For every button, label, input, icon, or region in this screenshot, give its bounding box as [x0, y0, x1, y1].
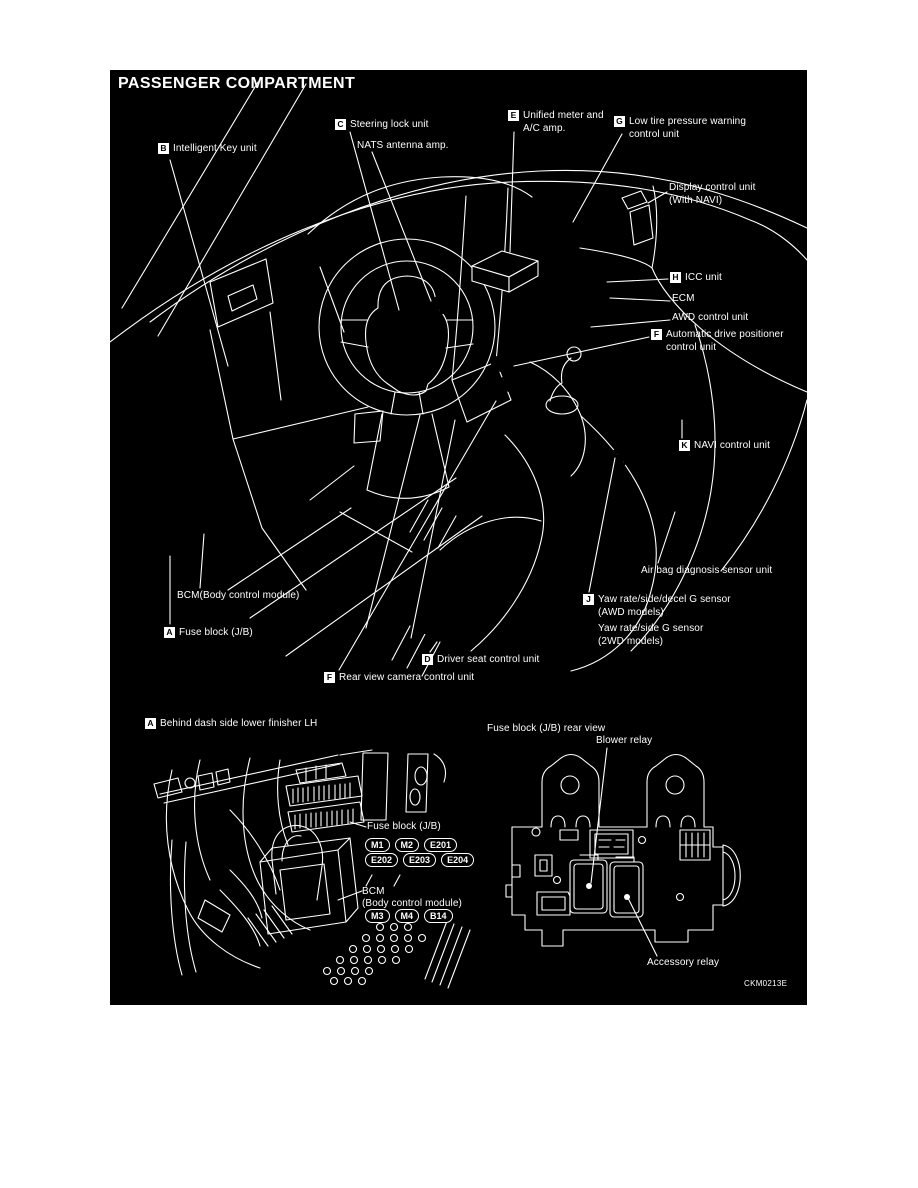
label-steering-lock: C Steering lock unit: [335, 118, 429, 131]
connector-m3: M3: [365, 909, 390, 923]
sub-right-title: Fuse block (J/B) rear view: [487, 723, 606, 734]
sub-left-art: [153, 749, 471, 989]
wiring-illustration: [110, 81, 807, 989]
label-air-bag: Air bag diagnosis sensor unit: [641, 565, 773, 576]
label-yaw-sensor: J Yaw rate/side/decel G sensor(AWD model…: [583, 593, 731, 648]
unified-meter-art: [471, 250, 539, 293]
auto-drive-box-1: [491, 352, 524, 374]
diagram-panel: PASSENGER COMPARTMENT B Intelligent Key …: [110, 70, 807, 1005]
connector-b14: B14: [424, 909, 453, 923]
driver-seat-box: [416, 608, 465, 638]
airbag-box: [650, 472, 703, 506]
accessory-relay-label: Accessory relay: [647, 957, 720, 968]
label-driver-seat: D Driver seat control unit: [422, 653, 539, 666]
connector-e204: E204: [441, 853, 475, 867]
badge-a-subtitle: A: [145, 718, 156, 729]
connector-e201: E201: [424, 838, 458, 852]
badge-a: A: [164, 627, 175, 638]
display-unit-art: [621, 190, 654, 246]
sub-left-bcm-line1: BCM: [362, 886, 385, 897]
label-fuse-block: A Fuse block (J/B): [164, 626, 253, 639]
sub-left-bcm-line2: (Body control module): [362, 898, 462, 909]
navi-box: [648, 388, 688, 418]
sub-left-title: A Behind dash side lower finisher LH: [145, 717, 317, 730]
accessory-relay-marker: [624, 894, 630, 900]
badge-j: J: [583, 594, 594, 605]
awd-box: [578, 322, 598, 340]
blower-relay-label: Blower relay: [596, 735, 653, 746]
connector-m2: M2: [394, 838, 420, 852]
label-navi: K NAVI control unit: [679, 439, 770, 452]
badge-k: K: [679, 440, 690, 451]
connector-row-3: M3 M4 B14: [365, 909, 453, 923]
component-boxes: [166, 217, 703, 638]
label-awd: AWD control unit: [672, 312, 749, 323]
connector-m1: M1: [365, 838, 390, 852]
figure-code: CKM0213E: [744, 979, 788, 988]
label-display-unit: Display control unit(With NAVI): [669, 182, 756, 206]
intelligent-key-box: [226, 362, 253, 386]
auto-drive-box-2: [499, 372, 532, 394]
sub-right-art: [505, 747, 741, 957]
badge-g: G: [614, 116, 625, 127]
blower-relay-marker: [586, 883, 592, 889]
low-tire-box-1: [540, 225, 565, 245]
connector-e203: E203: [403, 853, 437, 867]
bcm-box-1: [166, 466, 210, 488]
connector-row-2: E202 E203 E204: [365, 853, 475, 867]
connector-e202: E202: [365, 853, 399, 867]
page-title: PASSENGER COMPARTMENT: [118, 75, 356, 92]
label-intelligent-key: B Intelligent Key unit: [158, 142, 257, 155]
badge-d: D: [422, 654, 433, 665]
badge-e: E: [508, 110, 519, 121]
label-ecm: ECM: [672, 293, 695, 304]
sub-left-fuse-label: Fuse block (J/B): [367, 821, 441, 832]
badge-f-rear: F: [324, 672, 335, 683]
badge-b: B: [158, 143, 169, 154]
label-bcm-main: BCM(Body control module): [177, 590, 300, 601]
steering-lock-box: [386, 306, 419, 332]
badge-c: C: [335, 119, 346, 130]
label-icc: H ICC unit: [670, 271, 722, 284]
connector-row-1: M1 M2 E201: [365, 838, 458, 852]
label-nats-antenna: NATS antenna amp.: [357, 140, 449, 151]
low-tire-box-2: [563, 217, 588, 237]
leader-lines: [169, 131, 683, 671]
interior-art: [110, 81, 807, 677]
bcm-box-2: [170, 500, 221, 530]
label-rear-view-camera: F Rear view camera control unit: [324, 671, 474, 684]
badge-f-auto: F: [651, 329, 662, 340]
connector-m4: M4: [394, 909, 420, 923]
badge-h: H: [670, 272, 681, 283]
